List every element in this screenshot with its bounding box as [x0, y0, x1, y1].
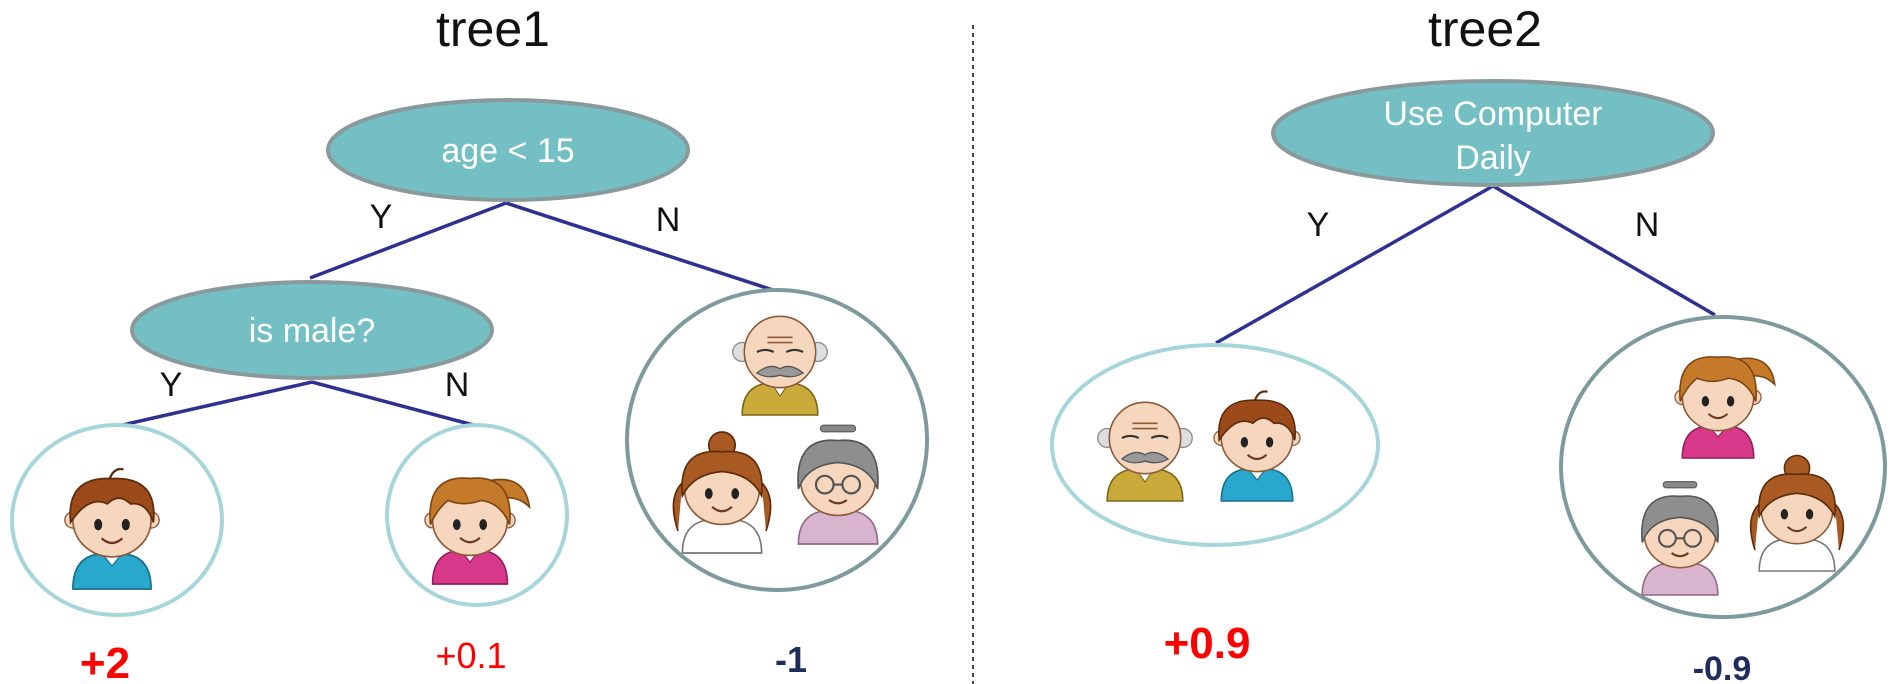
tree2-root-label-line2: Daily: [1455, 139, 1531, 177]
tree1-root-node: age < 15: [326, 98, 690, 202]
tree2-title: tree2: [1428, 1, 1542, 57]
tree2-leaf-1-score: +0.9: [1164, 619, 1251, 668]
tree2-edges: [1215, 184, 1716, 345]
tree1-child-label: is male?: [249, 312, 376, 350]
tree1-title: tree1: [436, 1, 550, 57]
tree2-root-node: Use Computer Daily: [1271, 79, 1715, 187]
tree1-edge-yes: [309, 201, 507, 280]
tree1-leaf-2-score: +0.1: [435, 635, 506, 676]
tree2-leaf-2: [1559, 315, 1887, 619]
boy-icon: [63, 467, 161, 591]
tree2-root-label-line1: Use Computer: [1383, 95, 1602, 133]
tree1-root-label: age < 15: [441, 132, 574, 170]
tree1-child-edge-no: [311, 380, 478, 428]
tree2-edge-no: [1492, 184, 1716, 317]
tree1-leaf-2: [385, 423, 569, 607]
tree1-child-edge-label-yes: Y: [160, 366, 183, 404]
tree1-edges: [117, 201, 777, 428]
tree1-child-edge-label-no: N: [445, 366, 470, 404]
tree2-root-edge-label-yes: Y: [1307, 206, 1330, 244]
tree1-leaf-3: [625, 288, 929, 592]
tree1-edge-no: [505, 201, 777, 293]
tree2-root-edge-label-no: N: [1635, 206, 1660, 244]
tree1-root-edge-label-yes: Y: [370, 198, 393, 236]
tree1-child-node: is male?: [130, 280, 494, 380]
boy-icon: [1212, 390, 1302, 503]
tree1-leaf-3-score: -1: [775, 639, 807, 680]
tree2-leaf-1: [1050, 343, 1380, 547]
tree2-leaf-2-score: -0.9: [1693, 650, 1752, 684]
tree1-root-edge-label-no: N: [656, 201, 681, 239]
tree2-edge-yes: [1215, 184, 1494, 345]
tree1-leaf-1-score: +2: [80, 639, 130, 684]
tree1-leaf-1: [10, 423, 224, 617]
tree1-child-edge-yes: [117, 380, 313, 428]
